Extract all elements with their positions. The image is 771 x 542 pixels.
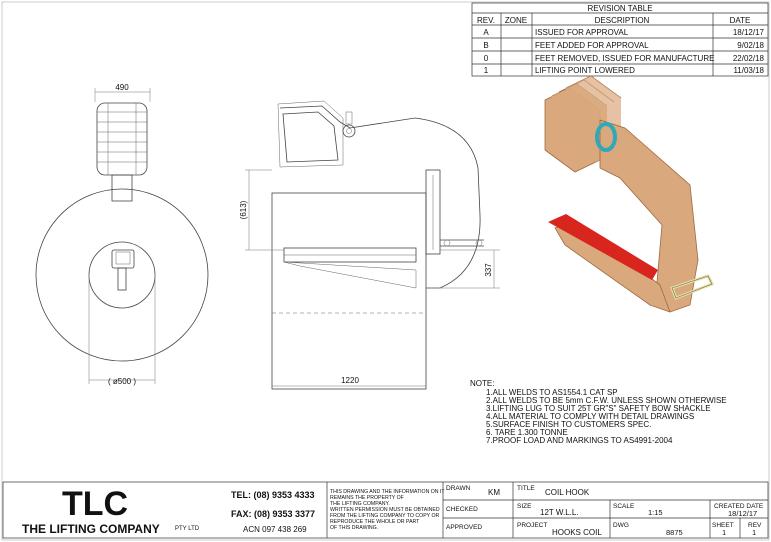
size-value: 12T W.L.L.: [540, 508, 579, 517]
zone-header: ZONE: [505, 16, 527, 25]
disclaimer-line: THIS DRAWING AND THE INFORMATION ON IT: [330, 489, 445, 495]
date-header: DATE: [730, 16, 751, 25]
revision-table-title: REVISION TABLE: [587, 4, 652, 13]
note-item: 2.ALL WELDS TO BE 5mm C.F.W. UNLESS SHOW…: [486, 396, 727, 405]
dwg-value: 8875: [666, 528, 683, 537]
note-item: 1.ALL WELDS TO AS1554.1 CAT SP: [486, 388, 618, 397]
created-value: 18/12/17: [728, 509, 757, 518]
description-cell: ISSUED FOR APPROVAL: [535, 28, 629, 37]
title-label: TITLE: [517, 485, 535, 492]
company-name: THE LIFTING COMPANY: [22, 522, 160, 536]
rev-cell: B: [483, 41, 488, 50]
hook-body: [600, 120, 698, 312]
note-item: 4.ALL MATERIAL TO COMPLY WITH DETAIL DRA…: [486, 412, 694, 421]
approved-label: APPROVED: [446, 524, 482, 531]
height-dimension: 337: [484, 263, 493, 277]
front-view: 490 ( ø500 ): [35, 83, 209, 386]
disclaimer-line: OF THIS DRAWING.: [330, 525, 378, 531]
rev-cell: A: [483, 28, 489, 37]
title-block: TLC THE LIFTING COMPANY PTY LTD TEL: (08…: [2, 481, 769, 539]
revision-table: REVISION TABLE REV. ZONE DESCRIPTION DAT…: [471, 2, 769, 77]
date-cell: 9/02/18: [737, 41, 764, 50]
acn: ACN 097 438 269: [243, 525, 307, 534]
project-value: HOOKS COIL: [552, 528, 602, 537]
height-dimension: (613): [239, 200, 248, 219]
description-cell: LIFTING POINT LOWERED: [535, 66, 635, 75]
pad: [548, 214, 658, 280]
shackle-icon: [595, 122, 617, 152]
rev-cell: 0: [484, 54, 489, 63]
notes: NOTE: 1.ALL WELDS TO AS1554.1 CAT SP 2.A…: [470, 379, 727, 445]
disclaimer-line: REPRODUCE THE WHOLE OR PART: [330, 519, 420, 525]
date-cell: 22/02/18: [733, 54, 765, 63]
description-header: DESCRIPTION: [595, 16, 650, 25]
notes-title: NOTE:: [470, 379, 494, 388]
disclaimer-line: THE LIFTING COMPANY.: [330, 501, 390, 507]
rev-cell: 1: [484, 66, 489, 75]
width-dimension: 490: [115, 83, 129, 92]
drawn-value: KM: [488, 488, 500, 497]
rev-label: REV: [748, 522, 762, 529]
fax: FAX: (08) 9353 3377: [231, 509, 315, 519]
note-item: 5.SURFACE FINISH TO CUSTOMERS SPEC.: [486, 420, 651, 429]
date-cell: 11/03/18: [733, 66, 764, 75]
scale-label: SCALE: [613, 503, 635, 510]
telephone: TEL: (08) 9353 4333: [231, 490, 315, 500]
isometric-view: [544, 75, 715, 313]
sheet-value: 1: [722, 528, 726, 537]
rev-value: 1: [752, 528, 756, 537]
company-logo: TLC: [62, 485, 128, 523]
disclaimer-line: WRITTEN PERMISSION MUST BE OBTAINED: [330, 507, 440, 513]
project-label: PROJECT: [517, 522, 547, 529]
note-item: 6. TARE 1.300 TONNE: [486, 428, 568, 437]
lower-arm: [555, 220, 670, 312]
disclaimer-line: FROM THE LIFTING COMPANY TO COPY OR: [330, 513, 439, 519]
date-cell: 18/12/17: [733, 28, 765, 37]
created-label: CREATED DATE: [714, 503, 764, 510]
dwg-label: DWG: [613, 522, 629, 529]
side-view: (613) 337 1220: [239, 100, 500, 390]
drawn-label: DRAWN: [446, 485, 471, 492]
checked-label: CHECKED: [446, 506, 478, 513]
company-suffix: PTY LTD: [175, 526, 200, 532]
scale-value: 1:15: [648, 508, 663, 517]
description-cell: FEET REMOVED, ISSUED FOR MANUFACTURE: [535, 54, 714, 63]
length-dimension: 1220: [341, 376, 359, 385]
note-item: 3.LIFTING LUG TO SUIT 25T GR"S" SAFETY B…: [486, 404, 711, 413]
title-value: COIL HOOK: [545, 488, 590, 497]
note-item: 7.PROOF LOAD AND MARKINGS TO AS4991-2004: [486, 436, 673, 445]
disclaimer-line: REMAINS THE PROPERTY OF: [330, 495, 404, 501]
description-cell: FEET ADDED FOR APPROVAL: [535, 41, 649, 50]
sheet-label: SHEET: [712, 522, 734, 529]
diameter-dimension: ( ø500 ): [108, 377, 136, 386]
size-label: SIZE: [517, 503, 532, 510]
rev-header: REV.: [477, 16, 495, 25]
